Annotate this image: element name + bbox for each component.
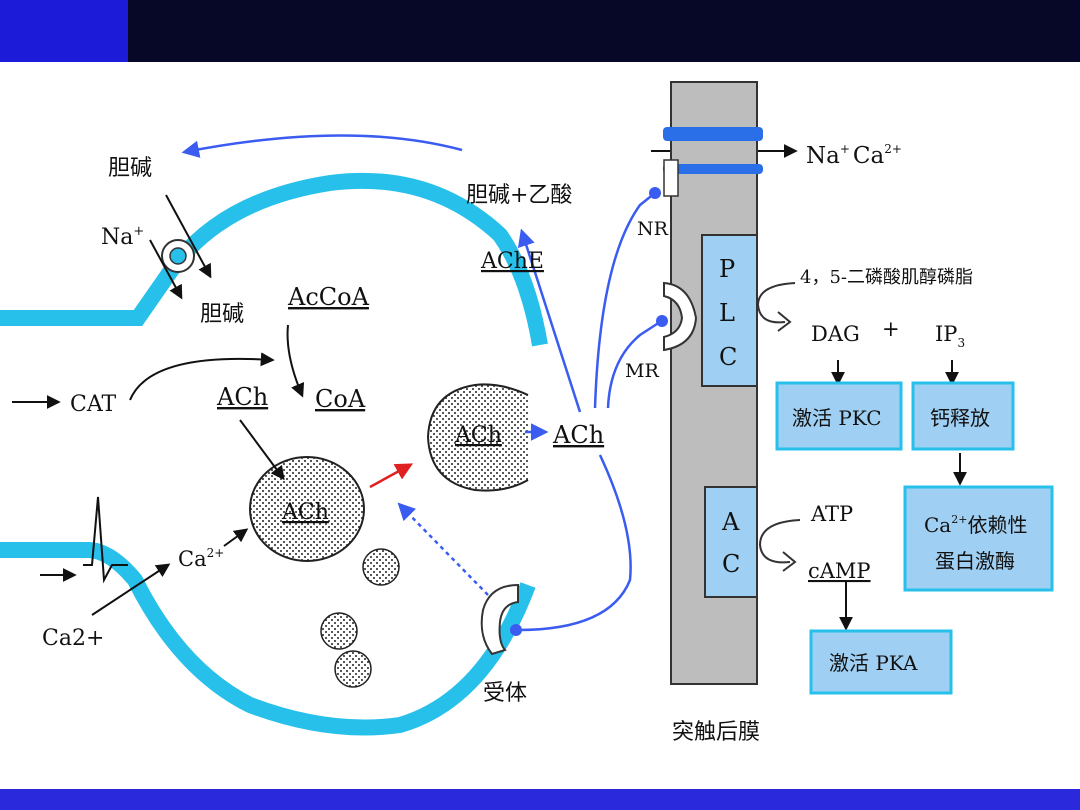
choline-mid-label: 胆碱 (200, 302, 244, 327)
synapse-diagram: 胆碱 Na+ 胆碱 AcCoA CAT ACh CoA ACh Ca2+ Ca2… (0, 81, 1054, 745)
ach-synth-label: ACh (216, 383, 268, 411)
ac-letter: A (721, 508, 740, 536)
mr-label: MR (625, 360, 659, 382)
ip3-label: IP3 (935, 322, 965, 350)
ac-letter: C (722, 550, 740, 578)
camp-label: cAMP (808, 559, 871, 583)
receptor-label: 受体 (483, 681, 527, 706)
pkc-box (775, 381, 903, 451)
cat-label: CAT (70, 392, 117, 417)
ion-channel-band (663, 127, 763, 141)
ache-label: AChE (480, 249, 544, 274)
vesicle-large (249, 456, 365, 562)
presynaptic-membrane (0, 172, 548, 736)
dag-label: DAG (811, 322, 860, 346)
nr-label: NR (637, 218, 669, 240)
cam-kinase-line2: 蛋白激酶 (935, 549, 1015, 573)
ac-reaction-arrow (758, 519, 801, 572)
header-accent (0, 0, 128, 62)
header-bar (0, 0, 1080, 62)
pka-label: 激活 PKA (829, 651, 918, 675)
vesicle-small (362, 548, 400, 586)
ach-fusing-label: ACh (454, 423, 502, 448)
na-ca-label: Na+Ca2+ (806, 142, 902, 169)
action-potential-icon (83, 496, 128, 584)
plc-letter: C (719, 343, 737, 371)
ca-inner-label: Ca2+ (178, 546, 224, 571)
footer-bar (0, 789, 1080, 810)
ca-release-box (911, 381, 1015, 451)
atp-label: ATP (810, 502, 853, 526)
ach-cleft-label: ACh (552, 421, 604, 449)
nr-binding-dot (649, 187, 661, 199)
mr-receptor-icon (663, 281, 698, 352)
choline-acetate-label: 胆碱+乙酸 (466, 183, 572, 208)
cam-kinase-box (903, 485, 1054, 592)
ca-release-label: 钙释放 (930, 406, 990, 430)
plc-box (701, 234, 758, 387)
ion-channel-band (663, 164, 763, 174)
plc-letter: P (719, 255, 735, 283)
vesicle-small (320, 612, 358, 650)
coa-label: CoA (315, 385, 366, 413)
cam-kinase-line1: Ca2+依赖性 (924, 513, 1027, 537)
receptor-binding-dot (510, 624, 522, 636)
pkc-label: 激活 PKC (792, 406, 882, 430)
choline-label: 胆碱 (108, 156, 152, 181)
mr-binding-dot (656, 315, 668, 327)
postsynaptic-label: 突触后膜 (672, 720, 760, 745)
ach-vesicle-label: ACh (281, 500, 329, 525)
plc-reaction-arrow (756, 282, 796, 332)
accoa-label: AcCoA (287, 283, 370, 311)
red-arrow (369, 463, 414, 489)
choline-transporter-icon (161, 239, 195, 273)
plc-letter: L (719, 299, 735, 327)
vesicle-fusing (426, 383, 529, 492)
pka-box (809, 629, 953, 695)
vesicle-small (334, 650, 372, 688)
ca-outer-label: Ca2+ (42, 626, 104, 651)
presynaptic-receptor-icon (480, 583, 519, 656)
ip-chain-label: 4，5-二磷酸肌醇磷脂 (800, 267, 973, 288)
ac-box (704, 486, 758, 598)
plus-label: + (882, 317, 900, 341)
nr-receptor-icon (663, 159, 679, 197)
na-label: Na+ (101, 224, 144, 250)
